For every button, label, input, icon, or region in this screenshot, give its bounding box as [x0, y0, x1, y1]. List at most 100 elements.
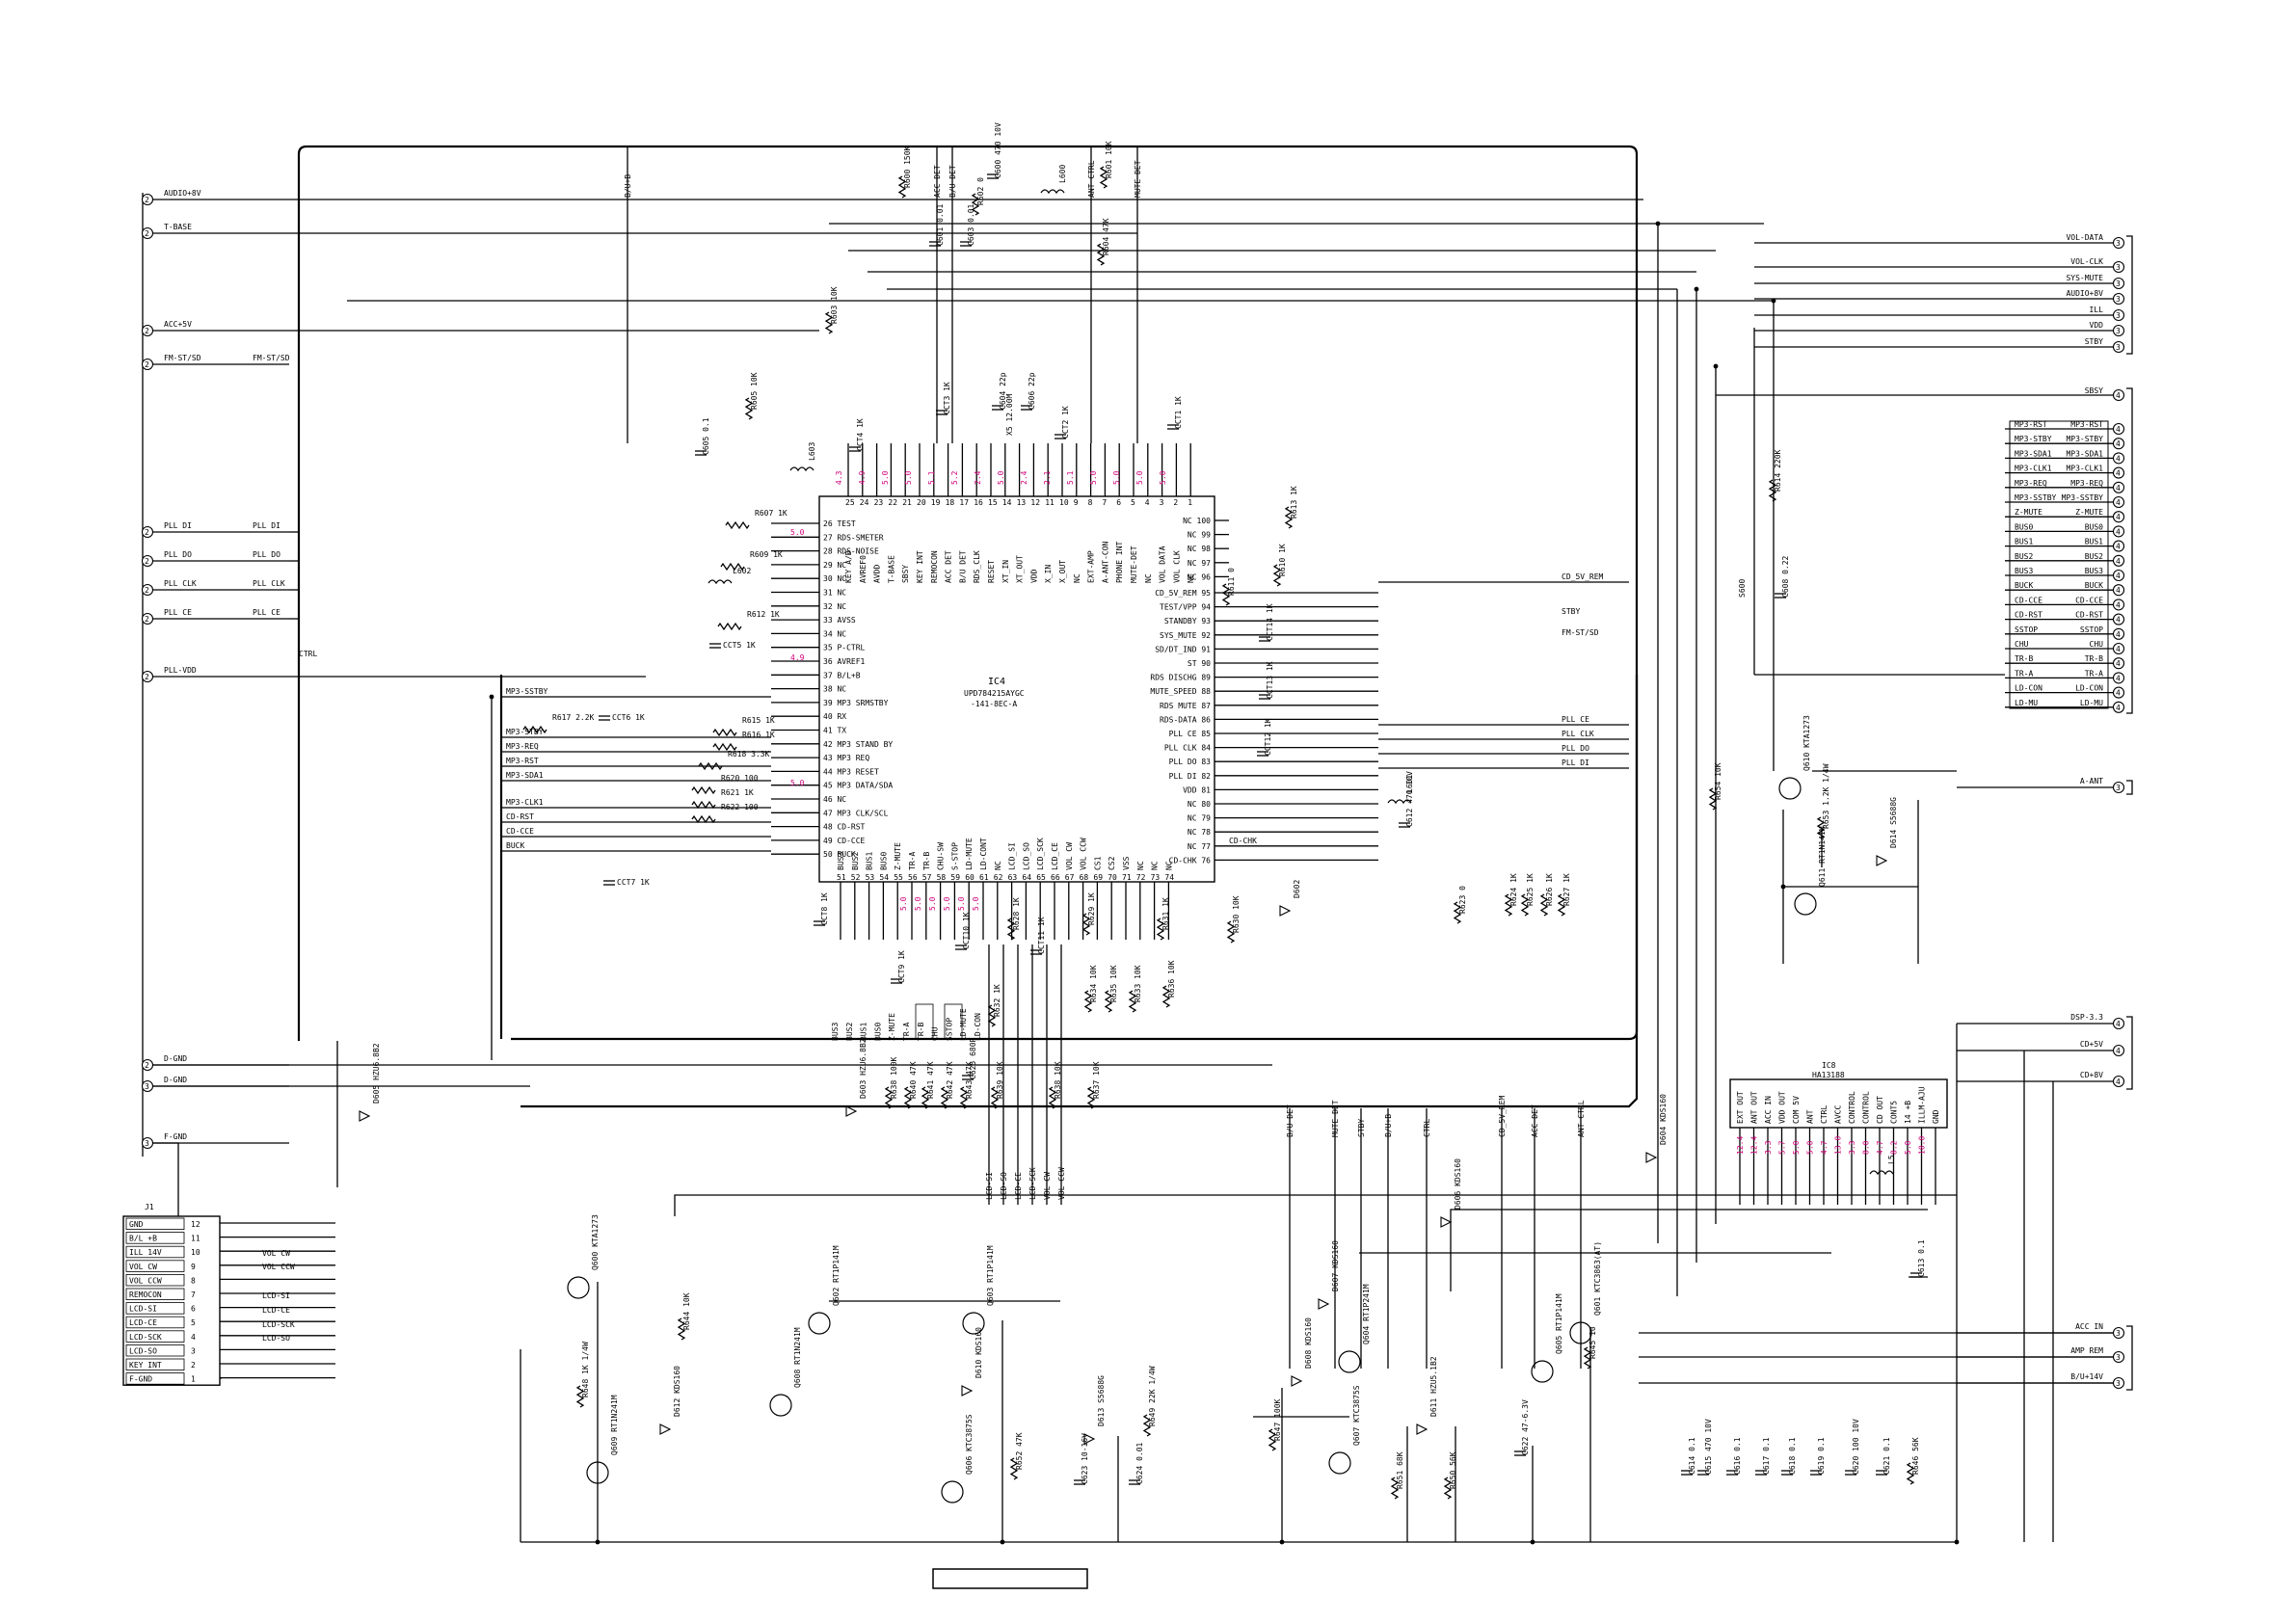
ic8-pin: VDD OUT	[1778, 1091, 1787, 1124]
ic4-right-net: PLL CE	[1562, 715, 1589, 724]
connector-pin	[2112, 657, 2125, 670]
j1-pin-box	[125, 1344, 185, 1357]
connector-pin-number: 4	[2116, 674, 2121, 682]
ic4-right-pin: NC 98	[1188, 545, 1211, 553]
right-inner-label: CD-RST	[2015, 611, 2042, 620]
component-ref: R605 10K	[750, 372, 759, 410]
resistor	[522, 725, 547, 734]
ic4-top-num: 6	[1116, 498, 1121, 507]
ic4-left-pin: 45 MP3 DATA/SDA	[823, 782, 893, 790]
ic4-top-pin: AVDD	[873, 565, 882, 583]
connector-pin	[2112, 1376, 2125, 1390]
resistor	[903, 1086, 913, 1109]
connector-pin-number: 2	[145, 327, 149, 335]
right-inner-label: CHU	[2015, 640, 2029, 649]
ic8-part: HA13188	[1812, 1071, 1845, 1079]
diode	[1440, 1216, 1453, 1228]
ic8-voltage: 5.0	[1904, 1140, 1912, 1155]
transistor	[1778, 777, 1802, 800]
resistor	[1156, 918, 1165, 941]
ic4-bottom-voltage: 5.0	[943, 896, 951, 911]
right-inner-label: MP3-RST	[2015, 420, 2047, 429]
left-connector-label: F-GND	[164, 1132, 187, 1141]
ic4-top-num: 21	[902, 498, 912, 507]
component-ref: Q605 RT1P141M	[1555, 1293, 1563, 1354]
ic4-top-pin: NC	[1187, 573, 1195, 583]
vertical-net-mid: ANT CTRL	[1577, 1100, 1586, 1137]
component: R638 10K	[1048, 1061, 1062, 1109]
bracket	[2126, 1016, 2133, 1090]
ic4-bottom-pin: CHU-SW	[937, 842, 946, 870]
bottom-bus-label: SSTOP	[945, 1018, 953, 1041]
connector-pin-number: 3	[2116, 295, 2121, 304]
component: R620 100	[691, 774, 759, 795]
ic4-right-pin: NC 97	[1188, 559, 1211, 568]
connector-pin	[141, 525, 154, 539]
j1-net-label: LCD-SO	[262, 1334, 290, 1343]
connector-pin-number: 2	[145, 586, 149, 595]
right-inner-label: MP3-CLK1	[2015, 465, 2052, 473]
component-ref: Q603 RT1P141M	[986, 1245, 995, 1306]
component: R645 10	[1583, 1326, 1597, 1370]
junction	[595, 1539, 601, 1545]
component-ref: R622 100	[721, 803, 759, 812]
component-ref: CCT10 1K	[962, 912, 971, 949]
ic4-bottom-num: 69	[1093, 873, 1103, 882]
ic4-right-pin: VDD 81	[1183, 785, 1211, 794]
component-ref: R637 10K	[1092, 1061, 1101, 1099]
component-ref: R613 1K	[1290, 486, 1298, 519]
j1-pin-name: F-GND	[129, 1375, 152, 1384]
component: R641 47K	[921, 1061, 935, 1109]
resistor	[1086, 1086, 1096, 1109]
component-ref: R652 47K	[1015, 1432, 1024, 1470]
ic4-left-voltage: 4.9	[790, 653, 805, 662]
resistor	[712, 742, 737, 752]
component: C605 0.1	[695, 417, 710, 456]
component-ref: D612 KDS160	[673, 1366, 681, 1417]
transistor	[1569, 1321, 1592, 1344]
component-ref: R638 10K	[1054, 1061, 1062, 1099]
left-connector-label: FM-ST/SD	[164, 354, 201, 362]
left-connector-label: PLL DI	[164, 521, 192, 530]
junction	[1530, 1539, 1535, 1545]
ic4-bottom-voltage: 5.0	[899, 896, 908, 911]
bottom-lcd-label: VOL CCW	[1057, 1167, 1066, 1200]
right-inner-label: Z-MUTE	[2015, 508, 2042, 517]
component: CCT2 1K	[1055, 406, 1070, 439]
resistor	[712, 728, 737, 737]
component: C623 10-16V	[1074, 1433, 1089, 1485]
component: S600	[1738, 579, 1747, 598]
connector-pin	[2112, 438, 2125, 450]
connector-pin-number: 4	[2116, 1078, 2121, 1086]
transistor	[586, 1461, 609, 1484]
ic4-right-net: FM-ST/SD	[1562, 628, 1599, 637]
component: C620 100 10V	[1845, 1419, 1860, 1476]
component-ref: D608 KDS160	[1304, 1317, 1313, 1369]
j1-pin-name: LCD-SO	[129, 1346, 157, 1355]
ic4-bottom-pin: CS1	[1093, 856, 1102, 870]
ic8-pin: CTRL	[1820, 1105, 1829, 1124]
j1-pin-box	[125, 1330, 185, 1343]
resistor	[990, 1086, 1000, 1109]
component-ref: CCT4 1K	[856, 418, 865, 451]
inductor	[1387, 799, 1412, 805]
component: R643 47K	[959, 1061, 974, 1109]
component: R629 1K	[1081, 892, 1096, 936]
bottom-lcd-label: LCD-SO	[1000, 1172, 1008, 1200]
right-connector-label: VOL-DATA	[2066, 233, 2103, 242]
connector-pin-number: 2	[145, 557, 149, 566]
ic4-bottom-voltage: 5.0	[957, 896, 966, 911]
j1-pin-num: 4	[191, 1333, 196, 1342]
right-connector-label: MP3-RST	[2070, 420, 2103, 429]
ic4-bottom-num: 62	[994, 873, 1003, 882]
bottom-bus-label: TR-A	[902, 1023, 911, 1041]
right-connector-label: LD-MU	[2080, 699, 2103, 707]
ic4-top-pin: ACC DET	[945, 550, 953, 583]
component: D613 S5688G	[1083, 1375, 1106, 1445]
connector-pin	[2112, 584, 2125, 597]
component-ref: R640 47K	[909, 1061, 918, 1099]
right-connector-label: MP3-CLK1	[2066, 465, 2103, 473]
ic8-pin: CONTROL	[1862, 1091, 1871, 1124]
component: R624 1K	[1504, 873, 1518, 917]
